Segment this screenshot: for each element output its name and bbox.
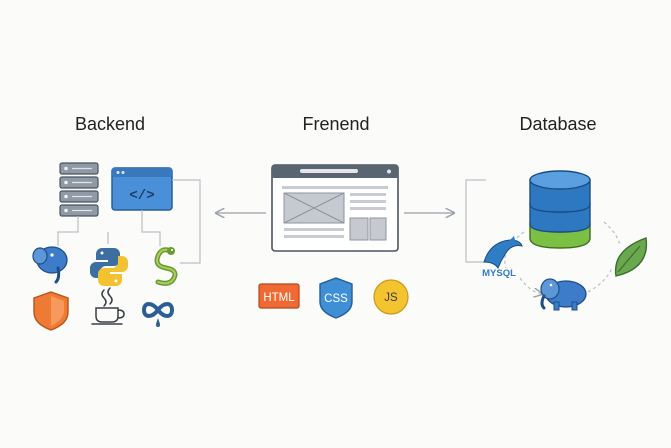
infinity-icon	[141, 302, 175, 327]
backend-title: Backend	[74, 114, 146, 134]
js-circle-icon: JS	[373, 279, 409, 315]
leaf-icon	[614, 237, 648, 277]
browser-wireframe-icon	[271, 164, 399, 252]
css-badge-label: CSS	[324, 293, 348, 305]
html-badge-icon: HTML	[258, 283, 300, 309]
database-title: Database	[519, 114, 597, 134]
js-badge-label: JS	[384, 292, 398, 304]
shield-icon	[33, 291, 69, 331]
database-bracket-line	[465, 179, 486, 263]
code-glyph: </>	[129, 188, 154, 204]
elephant-icon	[540, 278, 587, 311]
code-window-icon: </>	[111, 167, 173, 211]
backend-connector-lines	[57, 179, 201, 264]
snake-icon	[154, 247, 178, 286]
java-cup-icon	[91, 287, 125, 325]
frontend-title: Frenend	[302, 114, 370, 134]
css-shield-icon: CSS	[319, 277, 353, 319]
database-cylinder-icon	[529, 170, 591, 249]
html-badge-label: HTML	[263, 292, 295, 304]
server-rack-icon	[59, 162, 99, 217]
python-icon	[90, 248, 128, 286]
mysql-label: MYSQL	[482, 268, 516, 279]
postgresql-elephant-icon	[32, 246, 68, 284]
mysql-dolphin-icon: MYSQL	[482, 236, 523, 279]
